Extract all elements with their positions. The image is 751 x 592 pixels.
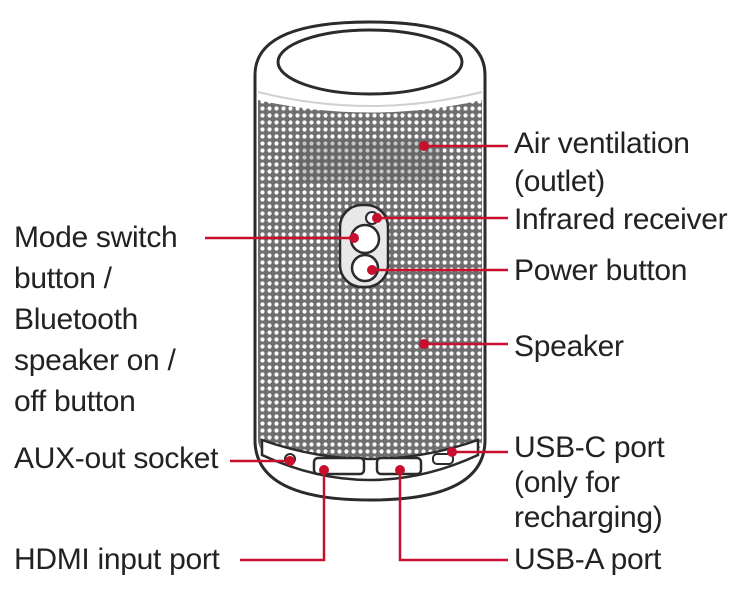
air-vent-area — [298, 140, 443, 182]
label-mode-switch-line-5: off button — [14, 385, 136, 418]
label-mode-switch: Mode switch button / Bluetooth speaker o… — [14, 217, 178, 422]
label-air-ventilation-line-1: Air ventilation — [514, 127, 690, 160]
callout-hdmi — [240, 470, 326, 562]
label-usb-a: USB-A port — [514, 541, 661, 579]
label-speaker: Speaker — [514, 328, 624, 366]
callout-usb-a — [398, 470, 508, 562]
label-usb-a-line-1: USB-A port — [514, 543, 662, 576]
label-power-button: Power button — [514, 252, 687, 290]
label-aux-out: AUX-out socket — [14, 440, 219, 478]
label-air-ventilation: Air ventilation (outlet) — [514, 125, 690, 201]
label-usb-c-line-3: recharging) — [514, 501, 663, 534]
label-usb-c: USB-C port (only for recharging) — [514, 430, 665, 535]
label-hdmi-line-1: HDMI input port — [14, 543, 220, 576]
top-lens — [276, 28, 464, 96]
label-mode-switch-line-2: button / — [14, 262, 112, 295]
label-aux-out-line-1: AUX-out socket — [14, 442, 219, 475]
label-air-ventilation-line-2: (outlet) — [514, 165, 605, 198]
label-mode-switch-line-4: speaker on / — [14, 344, 176, 377]
label-mode-switch-line-1: Mode switch — [14, 221, 178, 254]
label-infrared-receiver-line-1: Infrared receiver — [514, 203, 728, 236]
label-speaker-line-1: Speaker — [514, 330, 624, 363]
label-power-button-line-1: Power button — [514, 254, 688, 287]
label-usb-c-line-2: (only for — [514, 466, 620, 499]
usb-c-port-shape — [432, 453, 454, 465]
label-mode-switch-line-3: Bluetooth — [14, 303, 139, 336]
device-body — [253, 20, 487, 502]
callout-dots — [285, 141, 457, 475]
label-usb-c-line-1: USB-C port — [514, 431, 665, 464]
callouts — [205, 144, 508, 562]
label-infrared-receiver: Infrared receiver — [514, 201, 728, 239]
label-hdmi: HDMI input port — [14, 541, 220, 579]
